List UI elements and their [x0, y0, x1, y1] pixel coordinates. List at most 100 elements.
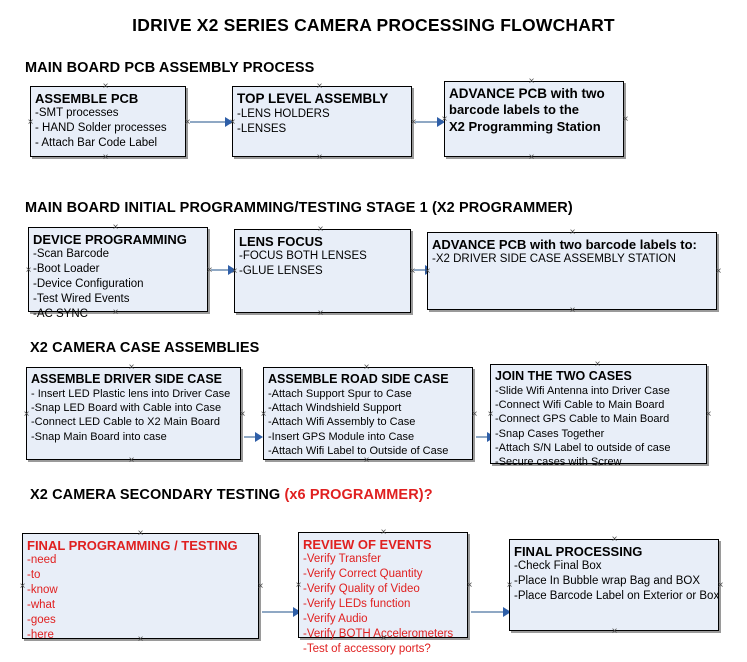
node-assemble-driver-side-case[interactable]: ASSEMBLE DRIVER SIDE CASE - Insert LED P… [26, 367, 241, 460]
section-heading-accent: (x6 PROGRAMMER)? [284, 487, 433, 503]
handle-bottom[interactable] [101, 153, 110, 162]
node-final-programming-testing[interactable]: FINAL PROGRAMMING / TESTING -need -to -k… [22, 533, 259, 641]
node-line: -Attach Windshield Support [268, 402, 402, 415]
handle-left[interactable] [259, 410, 268, 419]
node-title: LENS FOCUS [239, 234, 323, 249]
handle-left[interactable] [22, 410, 31, 419]
handle-top[interactable] [316, 225, 325, 234]
arrowhead-icon [225, 117, 233, 127]
section-heading-main-board-pcb-assembly-process: MAIN BOARD PCB ASSEMBLY PROCESS [25, 60, 314, 76]
handle-top[interactable] [379, 528, 388, 537]
node-line-overflow: -Test of accessory ports? [303, 642, 431, 655]
node-line: barcode labels to the [449, 101, 580, 117]
node-assemble-road-side-case[interactable]: ASSEMBLE ROAD SIDE CASE -Attach Support … [263, 367, 473, 460]
handle-right[interactable] [470, 410, 479, 419]
handle-left[interactable] [486, 410, 495, 419]
handle-right[interactable] [714, 267, 723, 276]
arrowhead-icon [503, 607, 511, 617]
handle-bottom[interactable] [610, 627, 619, 636]
section-heading-text: MAIN BOARD PCB ASSEMBLY PROCESS [25, 60, 315, 76]
connector-lens-focus-to-advance-pcb-driver [414, 269, 430, 271]
handle-right[interactable] [621, 115, 630, 124]
handle-right[interactable] [465, 581, 474, 590]
node-line: -Verify BOTH Accelerometers [303, 628, 454, 641]
handle-top[interactable] [315, 82, 324, 91]
handle-top[interactable] [101, 82, 110, 91]
node-title: TOP LEVEL ASSEMBLY [237, 91, 389, 106]
section-heading-text: X2 CAMERA CASE ASSEMBLIES [30, 340, 260, 356]
node-line: -Connect LED Cable to X2 Main Board [31, 416, 220, 429]
handle-bottom[interactable] [127, 456, 136, 465]
node-final-processing[interactable]: FINAL PROCESSING -Check Final Box -Place… [509, 539, 719, 631]
node-lens-focus[interactable]: LENS FOCUS -FOCUS BOTH LENSES -GLUE LENS… [234, 229, 411, 313]
node-line: -Check Final Box [514, 560, 602, 573]
node-line: - HAND Solder processes [35, 122, 167, 135]
node-line: -to [27, 569, 41, 582]
node-title: ASSEMBLE PCB [35, 91, 139, 106]
handle-top[interactable] [362, 363, 371, 372]
arrowhead-icon [228, 265, 236, 275]
node-assemble-pcb[interactable]: ASSEMBLE PCB -SMT processes - HAND Solde… [30, 86, 186, 157]
handle-top[interactable] [127, 363, 136, 372]
arrowhead-icon [255, 432, 263, 442]
node-title: FINAL PROGRAMMING / TESTING [27, 538, 238, 553]
node-device-programming[interactable]: DEVICE PROGRAMMING -Scan Barcode -Boot L… [28, 227, 208, 320]
node-review-of-events[interactable]: REVIEW OF EVENTS -Verify Transfer -Verif… [298, 532, 468, 655]
handle-right[interactable] [704, 410, 713, 419]
node-line: -LENS HOLDERS [237, 107, 330, 120]
handle-left[interactable] [26, 118, 35, 127]
node-join-the-two-cases[interactable]: JOIN THE TWO CASES -Slide Wifi Antenna i… [490, 364, 707, 468]
connector-device-programming-to-lens-focus [211, 269, 231, 271]
node-title: ASSEMBLE DRIVER SIDE CASE [31, 372, 223, 386]
node-title: JOIN THE TWO CASES [495, 369, 632, 383]
node-advance-pcb-programming-station[interactable]: ADVANCE PCB with two barcode labels to t… [444, 81, 624, 157]
node-line: -Attach Wifi Label to Outside of Case [268, 444, 449, 457]
connector-review-of-events-to-final-processing [471, 611, 508, 613]
node-title: ADVANCE PCB with two barcode labels to: [432, 237, 697, 252]
node-line: -Place Barcode Label on Exterior or Box [514, 590, 720, 603]
handle-top[interactable] [527, 77, 536, 86]
connector-assemble-pcb-to-top-level [190, 121, 228, 123]
handle-top[interactable] [568, 228, 577, 237]
handle-top[interactable] [111, 223, 120, 232]
node-line: -need [27, 554, 57, 567]
node-line: -Connect Wifi Cable to Main Board [495, 399, 665, 412]
handle-top[interactable] [610, 535, 619, 544]
section-heading-main-board-initial-programming: MAIN BOARD INITIAL PROGRAMMING/TESTING S… [25, 200, 573, 216]
node-title: ADVANCE PCB with two [449, 86, 605, 101]
handle-bottom[interactable] [568, 306, 577, 315]
section-heading-x2-camera-secondary-testing: X2 CAMERA SECONDARY TESTING (x6 PROGRAMM… [30, 487, 433, 503]
connector-top-level-to-advance-pcb [415, 121, 441, 123]
handle-bottom[interactable] [315, 153, 324, 162]
handle-top[interactable] [593, 360, 602, 369]
node-line: -Scan Barcode [33, 248, 110, 261]
node-title: ASSEMBLE ROAD SIDE CASE [268, 372, 449, 386]
node-line: -Slide Wifi Antenna into Driver Case [495, 384, 670, 397]
handle-top[interactable] [136, 529, 145, 538]
node-title: REVIEW OF EVENTS [303, 537, 432, 552]
node-line: -GLUE LENSES [239, 265, 323, 278]
handle-left[interactable] [18, 582, 27, 591]
node-line: -know [27, 584, 58, 597]
handle-bottom[interactable] [527, 153, 536, 162]
node-line: -FOCUS BOTH LENSES [239, 250, 367, 263]
node-advance-pcb-driver-side-case[interactable]: ADVANCE PCB with two barcode labels to: … [427, 232, 717, 310]
handle-left[interactable] [24, 266, 33, 275]
handle-right[interactable] [256, 582, 265, 591]
handle-left[interactable] [505, 581, 514, 590]
node-line: -Verify Audio [303, 613, 368, 626]
node-top-level-assembly[interactable]: TOP LEVEL ASSEMBLY -LENS HOLDERS -LENSES [232, 86, 412, 157]
node-title: DEVICE PROGRAMMING [33, 232, 187, 247]
arrowhead-icon [293, 607, 301, 617]
handle-bottom[interactable] [316, 309, 325, 318]
node-line: X2 Programming Station [449, 118, 601, 134]
handle-right[interactable] [716, 581, 725, 590]
node-line: -Attach Support Spur to Case [268, 387, 412, 400]
handle-right[interactable] [238, 410, 247, 419]
node-line: -Verify Transfer [303, 553, 381, 566]
node-line: - Attach Bar Code Label [35, 137, 158, 150]
handle-left[interactable] [294, 581, 303, 590]
node-line: -here [27, 629, 54, 642]
node-line: - Insert LED Plastic lens into Driver Ca… [31, 387, 231, 400]
